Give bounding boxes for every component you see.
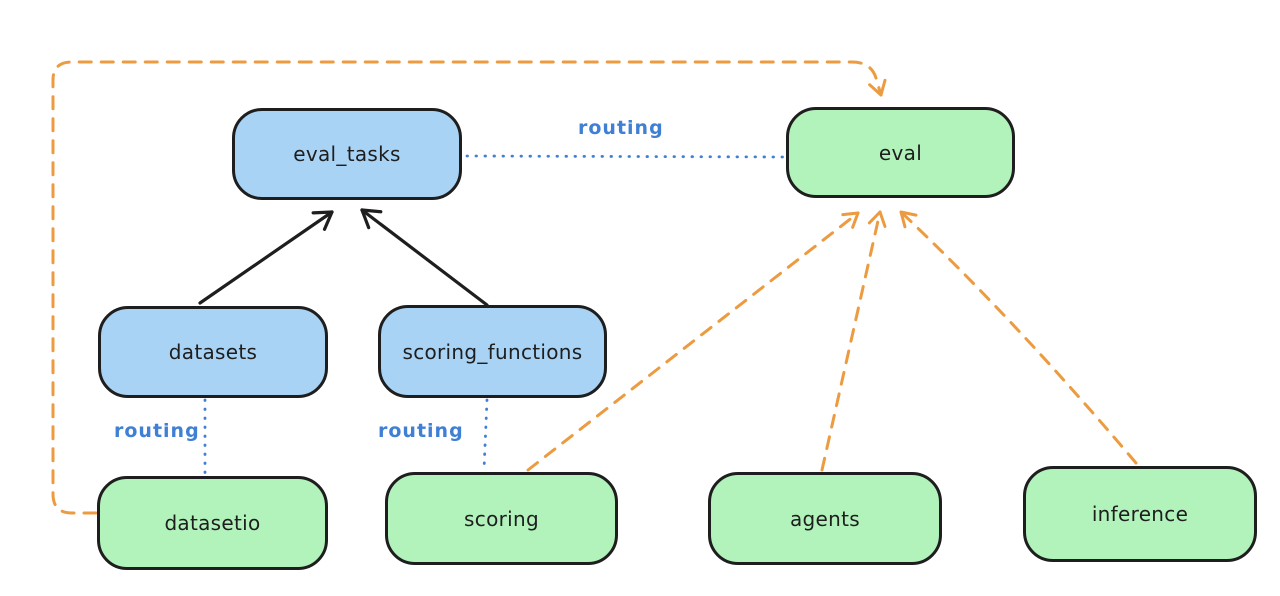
node-scoring-label: scoring [464,506,539,531]
edge-label-routing-scoring-functions-scoring: routing [378,420,464,442]
edge-eval-tasks-to-eval-routing [465,154,786,159]
edge-scoring-to-eval-dashed [526,211,860,472]
node-eval-label: eval [878,140,923,165]
node-datasetio-label: datasetio [164,511,261,535]
node-inference-label: inference [1091,502,1189,526]
node-inference: inference [1023,466,1257,562]
node-scoring-functions-label: scoring_functions [402,339,583,364]
edge-label-routing-eval-tasks-eval: routing [578,117,664,139]
edge-inference-to-eval-dashed [899,210,1138,465]
node-datasets-label: datasets [168,340,258,364]
edge-datasetio-to-eval-dashed [51,60,887,515]
edge-scoring-functions-to-eval-tasks [360,208,489,307]
node-agents: agents [708,472,942,565]
node-eval-tasks-label: eval_tasks [293,142,401,166]
node-scoring-functions: scoring_functions [378,305,607,398]
edge-label-routing-datasets-datasetio: routing [114,420,200,442]
edge-scoring-functions-to-scoring-routing [482,398,489,472]
node-scoring: scoring [385,472,618,565]
edge-agents-to-eval-dashed [820,210,887,472]
edge-datasets-to-eval-tasks [198,210,334,305]
node-datasets: datasets [98,306,328,398]
node-eval-tasks: eval_tasks [232,108,462,200]
node-eval: eval [786,107,1015,198]
node-agents-label: agents [790,506,860,531]
node-datasetio: datasetio [97,476,328,570]
